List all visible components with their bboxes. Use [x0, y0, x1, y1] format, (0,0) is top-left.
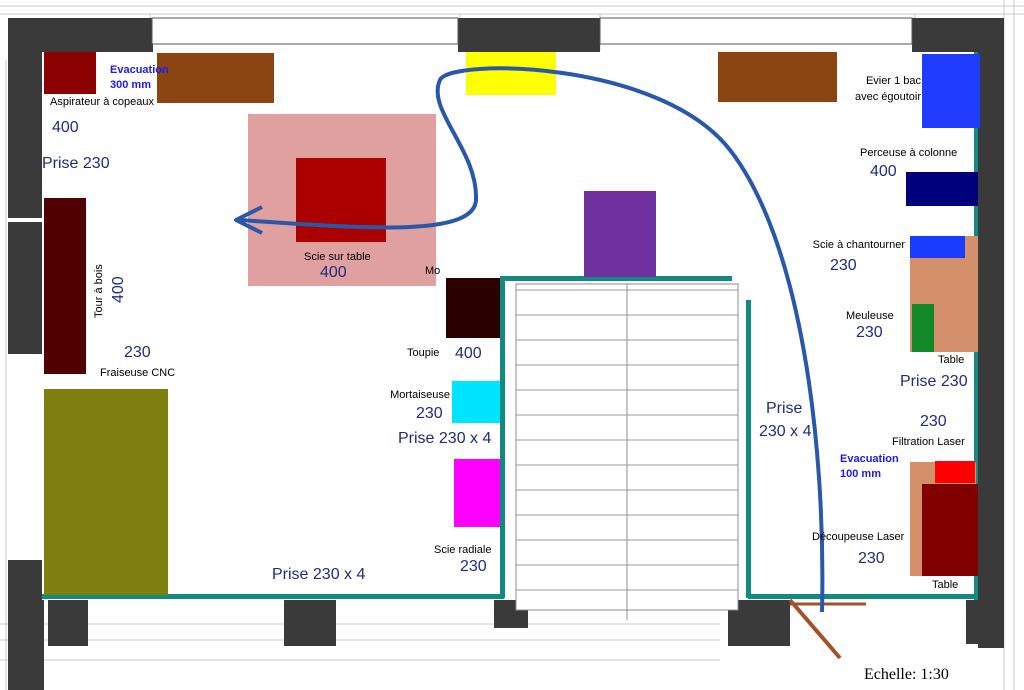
perceuse-power: 400	[870, 163, 897, 180]
scie-table-power: 400	[320, 264, 347, 281]
wall-top-window-right	[599, 17, 913, 45]
partition-stair-left	[500, 276, 505, 598]
light-top	[466, 52, 556, 95]
chantourner-label: Scie à chantourner	[812, 239, 905, 251]
fraiseuse-power: 230	[124, 344, 151, 361]
fraiseuse-cnc	[44, 389, 168, 595]
scie-chantourner	[910, 236, 965, 258]
cabinet-top-left	[157, 53, 274, 103]
filtration-label: Filtration Laser	[892, 436, 965, 448]
wall-right	[978, 18, 1004, 648]
partition-bottom-right	[748, 594, 978, 599]
scie-radiale	[454, 459, 500, 527]
perceuse-label: Perceuse à colonne	[860, 147, 958, 159]
tour-power: 400	[110, 276, 127, 303]
scie-radiale-label: Scie radiale	[434, 544, 492, 556]
circulation-path	[239, 66, 825, 613]
evier-label-1: Evier 1 bac	[865, 75, 921, 87]
prise-left-label: Prise 230	[42, 155, 110, 172]
wall-top-window-left	[151, 17, 459, 45]
arrow-path-icon	[234, 205, 263, 235]
room-floor	[42, 52, 978, 600]
chantourner-power: 230	[830, 257, 857, 274]
wall-top-mid	[458, 18, 600, 52]
tour-a-bois	[44, 198, 86, 374]
column-bottom-left	[48, 600, 88, 646]
toupie-power: 400	[455, 345, 482, 362]
prise-right-line1: Prise	[766, 400, 803, 417]
wall-bottom-right	[966, 600, 1004, 644]
evier-label-2: avec égoutoir	[854, 91, 921, 103]
mortaiseuse-label: Mortaiseuse	[390, 389, 450, 401]
evier	[922, 54, 980, 128]
scie-radiale-power: 230	[460, 558, 487, 575]
aspirateur-copeaux	[44, 52, 96, 94]
partition-stair-right	[746, 300, 751, 598]
meuleuse	[912, 304, 934, 352]
aspirateur-power: 400	[52, 119, 79, 136]
partition-bottom-left	[42, 594, 504, 599]
partition-stair-top	[500, 276, 732, 281]
wall-left-mid	[8, 222, 44, 354]
walls	[8, 18, 1004, 690]
evac-right-label: Evacuation	[840, 453, 899, 465]
wall-left-upper	[8, 18, 42, 218]
meuleuse-label: Meuleuse	[846, 310, 894, 322]
machine-violet	[584, 191, 656, 277]
table-label-2: Table	[932, 579, 959, 591]
perceuse-colonne	[906, 172, 978, 206]
prise-center-label: Prise 230 x 4	[398, 430, 492, 447]
evac-right-size: 100 mm	[840, 468, 881, 480]
fraiseuse-label: Fraiseuse CNC	[100, 367, 176, 379]
evac-top-label: Evacuation	[110, 64, 169, 76]
toupie-label: Toupie	[407, 347, 440, 359]
decoupeuse-laser	[922, 484, 978, 576]
mo-label: Mo	[425, 265, 441, 277]
scie-sur-table	[296, 158, 386, 242]
prise-bottom-label: Prise 230 x 4	[272, 566, 366, 583]
meuleuse-power: 230	[856, 324, 883, 341]
staircase	[515, 283, 739, 620]
column-bottom-mid1	[284, 600, 336, 646]
toupie	[446, 278, 500, 338]
evac-top-size: 300 mm	[110, 79, 151, 91]
ladder	[788, 598, 842, 660]
table-label-1: Table	[938, 354, 965, 366]
decoupeuse-label: Découpeuse Laser	[812, 531, 905, 543]
wall-left-lower	[8, 560, 44, 690]
aspirateur-label: Aspirateur à copeaux	[50, 96, 154, 108]
scie-table-label: Scie sur table	[304, 251, 371, 263]
prise-right-line2: 230 x 4	[759, 423, 812, 440]
filtration-laser	[935, 461, 975, 483]
tour-label: Tour à bois	[93, 264, 105, 318]
filtration-power: 230	[920, 413, 947, 430]
decoupeuse-power: 230	[858, 550, 885, 567]
mortaiseuse-power: 230	[416, 405, 443, 422]
scale-label: Echelle: 1:30	[864, 666, 949, 683]
cabinet-top-right	[718, 52, 837, 102]
prise-right-230: Prise 230	[900, 373, 968, 390]
mortaiseuse	[452, 381, 500, 423]
